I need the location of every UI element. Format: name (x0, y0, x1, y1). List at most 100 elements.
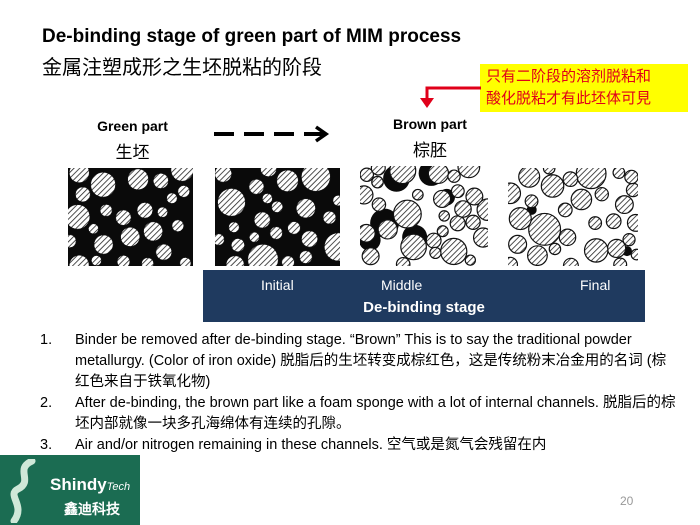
powder-particle (170, 168, 193, 182)
logo-tech: Tech (106, 481, 131, 493)
powder-particle (90, 172, 116, 198)
powder-particle (116, 255, 131, 266)
powder-particle (570, 188, 593, 211)
powder-particle (472, 227, 488, 248)
powder-particle (465, 214, 481, 231)
powder-particle (370, 166, 386, 176)
powder-particle (524, 194, 539, 209)
powder-particle (622, 232, 636, 247)
powder-particle (260, 168, 277, 177)
powder-particle (153, 173, 169, 189)
powder-particle (88, 223, 99, 235)
powder-particle (626, 213, 638, 232)
micrograph-initial (215, 168, 340, 266)
powder-particle (68, 234, 77, 248)
powder-particle (127, 168, 149, 190)
powder-particle (361, 247, 380, 266)
powder-particle (249, 231, 260, 243)
powder-particle (296, 198, 316, 219)
powder-particle (508, 234, 528, 254)
powder-particle (215, 233, 225, 246)
powder-particle (301, 168, 331, 192)
powder-particle (400, 233, 427, 261)
powder-particle (427, 166, 450, 185)
powder-particle (528, 212, 562, 246)
powder-particle (392, 199, 422, 229)
powder-particle (225, 255, 245, 266)
powder-particle (476, 198, 488, 222)
list-number: 2. (40, 395, 53, 411)
powder-particle (69, 168, 90, 183)
brown-part-label: Brown part (393, 116, 467, 132)
powder-particle (360, 185, 374, 205)
powder-particle (322, 210, 337, 225)
powder-particle (438, 210, 450, 222)
logo-text-zh: 鑫迪科技 (64, 501, 120, 517)
powder-particle (177, 185, 190, 198)
powder-particle (228, 221, 240, 233)
powder-particle (557, 202, 573, 218)
stage-title: De-binding stage (363, 299, 485, 316)
micrograph-middle (360, 166, 488, 266)
powder-particle (450, 184, 465, 199)
powder-particle (136, 202, 153, 219)
powder-particle (447, 169, 461, 183)
powder-particle (179, 257, 192, 266)
powder-particle (575, 168, 607, 190)
powder-particle (155, 243, 173, 261)
powder-particle (395, 256, 411, 266)
stage-middle: Middle (381, 277, 423, 293)
powder-particle (429, 246, 442, 260)
list-number: 1. (40, 332, 53, 348)
powder-particle (389, 166, 417, 185)
powder-particle (562, 171, 579, 188)
powder-particle (508, 256, 519, 266)
powder-particle (324, 232, 340, 262)
powder-particle (440, 237, 468, 266)
powder-particle (276, 169, 299, 192)
callout-note: 只有二阶段的溶剂脱粘和 酸化脱粘才有此坯体可見 (480, 64, 688, 112)
powder-particle (411, 188, 424, 201)
powder-particle (99, 204, 113, 217)
powder-particle (68, 204, 91, 230)
powder-particle (605, 213, 622, 230)
powder-particle (301, 230, 318, 248)
powder-particle (588, 216, 603, 231)
powder-particle (548, 242, 562, 256)
powder-particle (120, 227, 141, 247)
powder-particle (157, 206, 168, 218)
powder-particle (360, 167, 375, 183)
list-text: After de-binding, the brown part like a … (75, 395, 676, 432)
powder-particle (93, 234, 114, 255)
callout-line-2: 酸化脱粘才有此坯体可見 (486, 90, 652, 107)
powder-particle (449, 215, 466, 232)
powder-particle (508, 207, 532, 231)
powder-particle (371, 197, 387, 212)
company-logo: ShindyTech 鑫迪科技 (0, 455, 140, 525)
green-part-label-zh: 生坯 (115, 143, 150, 162)
powder-particle (558, 228, 577, 247)
powder-particle (625, 182, 638, 198)
list-number: 3. (40, 437, 53, 453)
brown-part-label-zh: 棕胚 (413, 141, 447, 160)
powder-particle (262, 193, 273, 204)
list-text: Binder be removed after de-binding stage… (75, 332, 667, 390)
red-arrow-icon (420, 86, 481, 108)
powder-particle (141, 257, 154, 266)
powder-particle (464, 254, 477, 266)
logo-swirl-icon (10, 459, 36, 523)
logo-text: Shindy (50, 475, 107, 494)
dashed-arrow-icon (214, 125, 330, 143)
powder-particle (171, 219, 184, 232)
powder-particle (332, 195, 340, 207)
powder-particle (457, 166, 481, 179)
page-number: 20 (620, 494, 634, 508)
bullet-list: 1. Binder be removed after de-binding sta… (40, 330, 680, 456)
list-item: 2. After de-binding, the brown part like … (40, 393, 680, 435)
powder-particle (231, 238, 245, 252)
powder-particle (454, 200, 472, 218)
powder-particle (371, 175, 384, 189)
powder-particle (253, 211, 271, 229)
powder-particle (583, 238, 609, 263)
powder-particle (562, 257, 579, 266)
